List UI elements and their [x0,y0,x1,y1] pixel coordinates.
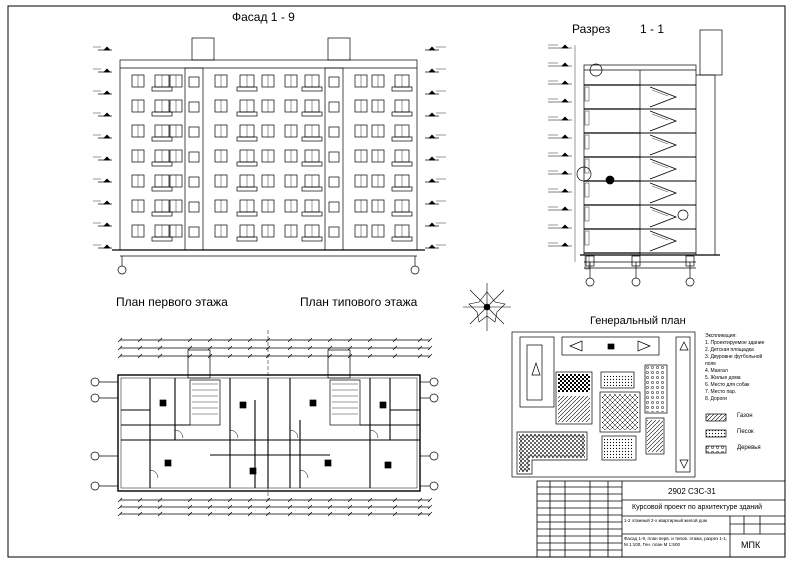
legend-heading: Экспликация: [705,333,737,339]
sheet-frame [7,5,786,558]
facade-drawing [93,37,446,275]
plan-typical-title: План типового этажа [300,295,418,309]
project-subtitle: 1-2 этажный 2-х квартирный жилой дом [624,518,707,523]
section-number: 1 - 1 [640,22,665,36]
sheet-description: Фасад 1-9, план перв. и типов. этажа, ра… [624,536,728,547]
floor-plans [90,330,439,517]
swatch-label-sand: Песок [737,429,754,435]
swatch-label-trees: Деревья [737,445,761,451]
facade-title: Фасад 1 - 9 [232,10,295,24]
organization: МПК [741,540,761,550]
legend-item: 6. Место для собак [705,382,750,388]
zone-playground [555,371,593,425]
section-drawing [548,29,723,287]
project-title: Курсовой проект по архитектуре зданий [632,504,763,511]
section-title: Разрез [572,22,611,36]
swatch-label-lawn: Газон [737,413,753,419]
legend-item: 1. Проектируемое здание [705,340,765,346]
legend-item: поле [705,361,717,367]
genplan-title: Генеральный план [590,315,686,327]
general-plan [511,331,727,478]
title-block [536,480,786,558]
wind-rose [463,283,511,331]
legend-item: 5. Жилые дома [705,375,741,381]
legend-item: 4. Мангал [705,368,728,374]
drawing-code: 2902 СЗС-31 [668,487,716,496]
legend-item: 8. Дороги [705,396,727,402]
plan-first-title: План первого этажа [116,295,228,309]
legend-item: 2. Детская площадка [705,347,754,353]
legend-item: 3. Двуровне футбольной [705,354,763,360]
legend-item: 7. Место пар. [705,389,737,395]
